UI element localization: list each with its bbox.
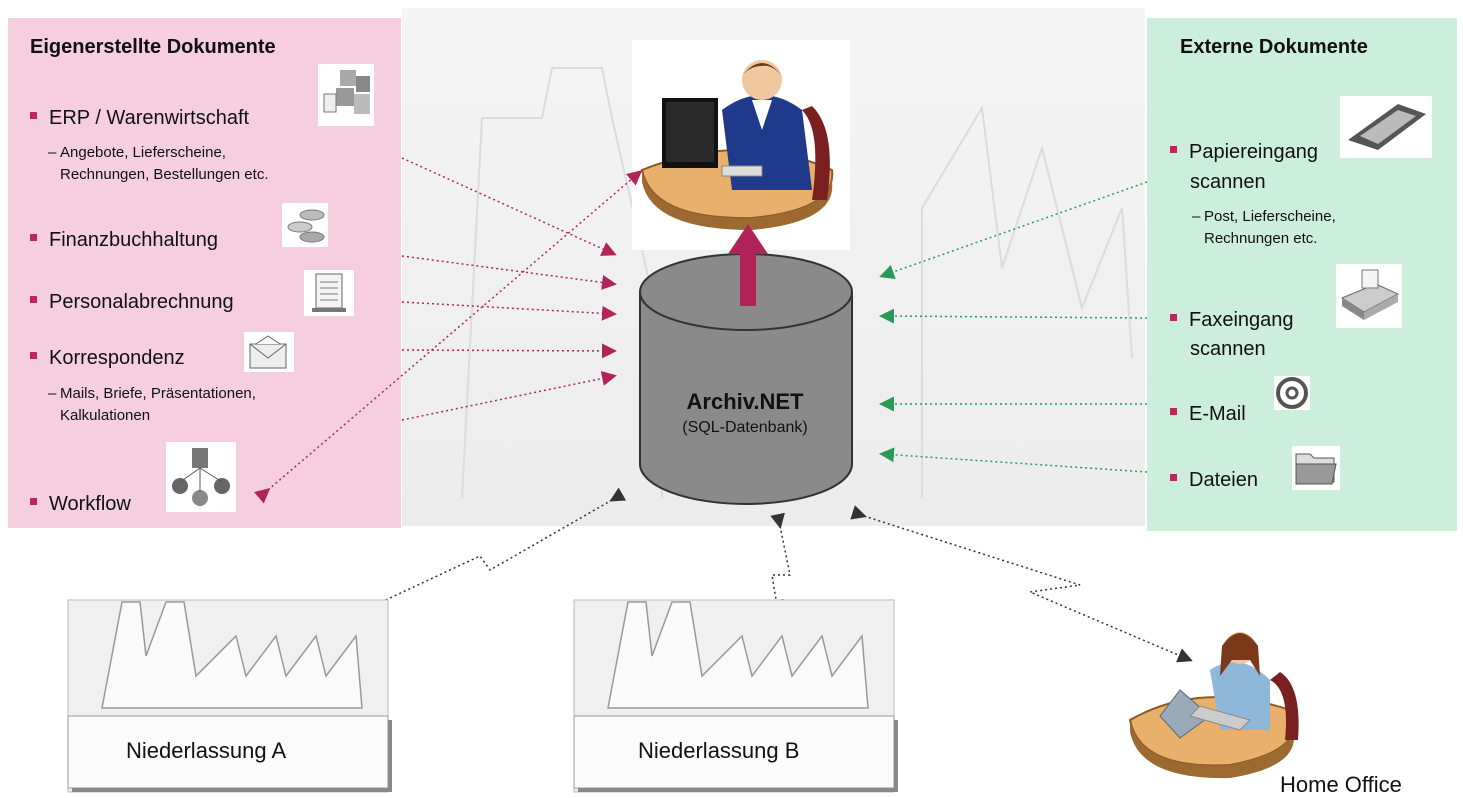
right-item-label: E-Mail (1189, 403, 1246, 425)
bullet-icon (30, 112, 37, 120)
bullet-icon (1170, 146, 1177, 154)
right-item-label: Faxeingang (1189, 309, 1294, 331)
right-sub-papier-1: –Post, Lieferscheine, (1192, 208, 1336, 225)
erp-boxes-icon (318, 64, 374, 126)
left-sub-erp-2: Rechnungen, Bestellungen etc. (60, 166, 269, 183)
left-item-workflow: Workflow (30, 492, 131, 516)
right-panel-title: Externe Dokumente (1180, 36, 1368, 58)
database-title: Archiv.NET (686, 389, 804, 414)
left-item-label: Korrespondenz (49, 347, 185, 369)
left-sub-korr-1: –Mails, Briefe, Präsentationen, (48, 385, 256, 402)
scanner-icon (1340, 96, 1432, 158)
bullet-icon (1170, 474, 1177, 482)
left-item-label: Workflow (49, 493, 131, 515)
factory-a-icon (67, 599, 392, 793)
branch-a-label: Niederlassung A (126, 738, 287, 763)
office-worker-icon (632, 40, 850, 250)
right-item-fax-line2: scannen (1190, 338, 1266, 360)
envelope-icon (244, 332, 294, 372)
left-item-korrespondenz: Korrespondenz (30, 346, 185, 370)
bullet-icon (30, 296, 37, 304)
database-cylinder (639, 253, 853, 505)
at-sign-icon (1274, 376, 1310, 410)
left-item-erp: ERP / Warenwirtschaft (30, 106, 249, 130)
left-sub-erp-1: –Angebote, Lieferscheine, (48, 144, 226, 161)
right-item-label: Dateien (1189, 469, 1258, 491)
up-arrow-icon (728, 224, 768, 306)
left-item-fibu: Finanzbuchhaltung (30, 228, 218, 252)
document-icon (304, 270, 354, 316)
bullet-icon (1170, 314, 1177, 322)
left-sub-korr-2: Kalkulationen (60, 407, 151, 424)
branch-b-label: Niederlassung B (638, 738, 800, 763)
home-office-worker-icon (1128, 632, 1299, 779)
bullet-icon (30, 498, 37, 506)
sub-text: Mails, Briefe, Präsentationen, (60, 385, 256, 402)
home-office-label: Home Office (1280, 772, 1402, 797)
bullet-icon (1170, 408, 1177, 416)
right-item-papier: Papiereingang (1170, 140, 1318, 164)
sub-text: Post, Lieferscheine, (1204, 208, 1336, 225)
left-item-label: Personalabrechnung (49, 291, 234, 313)
right-item-fax: Faxeingang (1170, 308, 1294, 332)
fax-icon (1336, 264, 1402, 328)
sub-text: Angebote, Lieferscheine, (60, 144, 226, 161)
database-label: Archiv.NET (SQL-Datenbank) (640, 389, 850, 437)
right-sub-papier-2: Rechnungen etc. (1204, 230, 1318, 247)
left-item-label: Finanzbuchhaltung (49, 229, 219, 251)
folder-icon (1292, 446, 1340, 490)
right-item-dateien: Dateien (1170, 468, 1258, 492)
factory-b-icon (573, 599, 898, 793)
left-item-label: ERP / Warenwirtschaft (49, 107, 250, 129)
right-item-label: Papiereingang (1189, 141, 1318, 163)
bullet-icon (30, 352, 37, 360)
bullet-icon (30, 234, 37, 242)
workflow-icon (166, 442, 236, 512)
left-item-personal: Personalabrechnung (30, 290, 234, 314)
right-item-papier-line2: scannen (1190, 171, 1266, 193)
coins-icon (282, 203, 328, 247)
right-item-email: E-Mail (1170, 402, 1246, 426)
database-subtitle: (SQL-Datenbank) (682, 419, 808, 436)
left-panel-title: Eigenerstellte Dokumente (30, 36, 276, 58)
